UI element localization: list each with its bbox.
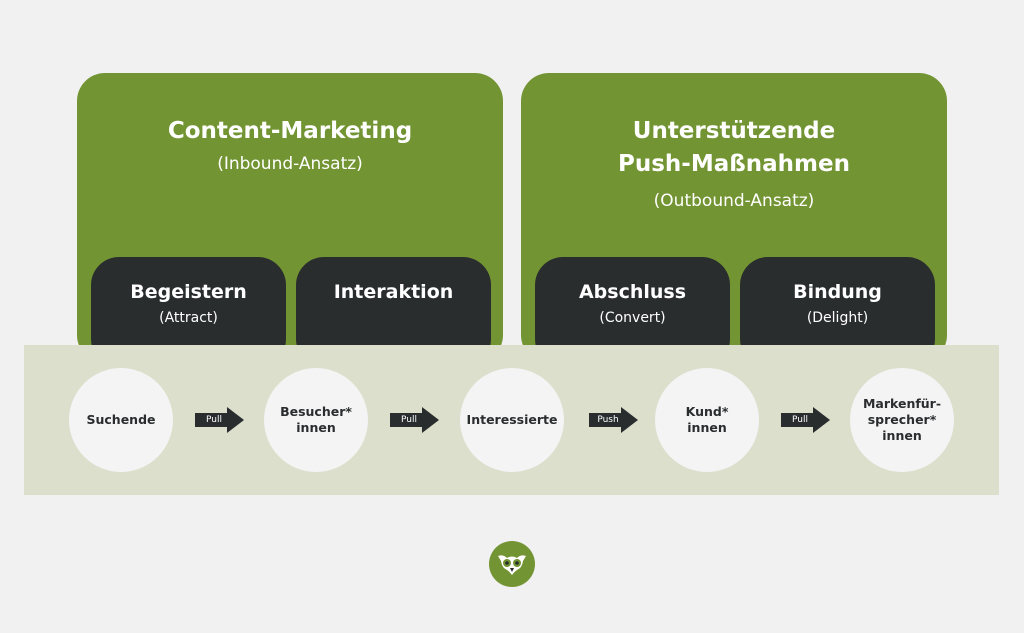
node-label: Besucher* innen bbox=[280, 404, 352, 435]
stage-title: Abschluss bbox=[578, 281, 687, 303]
owl-logo-icon bbox=[489, 541, 535, 587]
node-besucher: Besucher* innen bbox=[264, 368, 368, 472]
arrow-label: Push bbox=[597, 415, 619, 425]
arrow-pull-1: Pull bbox=[195, 407, 245, 433]
stage-title: Bindung bbox=[793, 281, 882, 303]
stage-title: Begeistern bbox=[130, 281, 247, 303]
arrow-pull-2: Pull bbox=[390, 407, 440, 433]
arrow-right-icon bbox=[781, 407, 830, 433]
stage-title: Interaktion bbox=[333, 281, 454, 303]
inbound-subtitle: (Inbound-Ansatz) bbox=[217, 154, 363, 174]
node-label: Kund* innen bbox=[685, 404, 729, 435]
arrow-right-icon bbox=[390, 407, 439, 433]
arrow-right-icon bbox=[195, 407, 244, 433]
arrow-right-icon bbox=[589, 407, 638, 433]
node-kunden: Kund* innen bbox=[655, 368, 759, 472]
node-label: Suchende bbox=[86, 412, 156, 427]
content-marketing-title: Content-Marketing bbox=[167, 118, 413, 144]
node-label: Markenfür- sprecher* innen bbox=[862, 396, 942, 443]
push-measures-title-line1: Unterstützende bbox=[632, 118, 836, 144]
outbound-subtitle: (Outbound-Ansatz) bbox=[653, 191, 815, 211]
node-label: Interessierte bbox=[466, 412, 558, 427]
node-interessierte: Interessierte bbox=[460, 368, 564, 472]
arrow-pull-3: Pull bbox=[781, 407, 831, 433]
stage-subtitle: (Attract) bbox=[159, 310, 218, 326]
node-suchende: Suchende bbox=[69, 368, 173, 472]
stage-subtitle: (Convert) bbox=[599, 310, 666, 326]
node-markenfuersprecher: Markenfür- sprecher* innen bbox=[850, 368, 954, 472]
push-measures-title: Unterstützende Push-Maßnahmen bbox=[521, 115, 947, 181]
stage-subtitle: (Delight) bbox=[806, 310, 869, 326]
arrow-label: Pull bbox=[792, 415, 808, 425]
push-measures-title-line2: Push-Maßnahmen bbox=[618, 151, 850, 177]
arrow-label: Pull bbox=[401, 415, 417, 425]
arrow-label: Pull bbox=[206, 415, 222, 425]
arrow-push: Push bbox=[589, 407, 639, 433]
